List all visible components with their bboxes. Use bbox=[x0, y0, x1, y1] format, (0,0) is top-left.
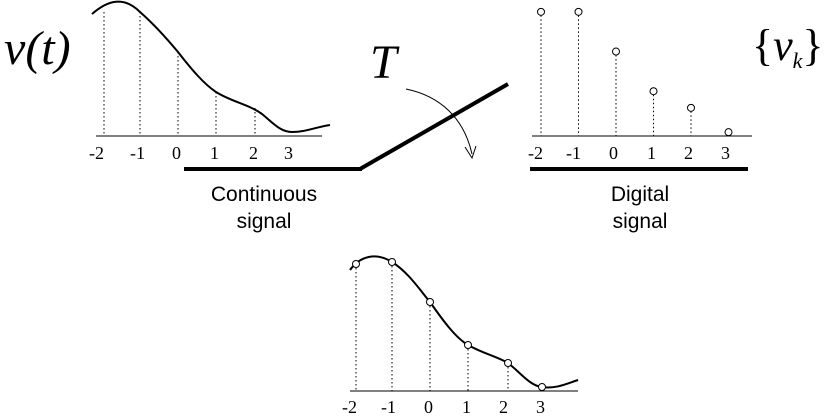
rotation-arrow bbox=[405, 88, 473, 155]
reconstructed-sample-point bbox=[426, 298, 434, 306]
digital-sequence-subscript: k bbox=[793, 48, 804, 73]
digital-sample-point bbox=[612, 47, 620, 56]
sampling-period-label: T bbox=[370, 36, 400, 89]
reconstructed-tick-label: 2 bbox=[499, 397, 508, 416]
continuous-function-label: v(t) bbox=[4, 22, 71, 75]
digital-sample-stems bbox=[537, 7, 733, 137]
reconstructed-tick-label: -2 bbox=[342, 397, 357, 416]
digital-sample-point bbox=[687, 103, 695, 112]
digital-tick-label: 0 bbox=[609, 143, 618, 163]
digital-tick-label: 1 bbox=[647, 143, 656, 163]
digital-sample-point bbox=[574, 7, 583, 16]
continuous-signal-plot: -2 -1 0 1 2 3 bbox=[89, 0, 331, 163]
digital-tick-label: -2 bbox=[528, 143, 543, 163]
reconstructed-sample-point bbox=[352, 260, 360, 268]
continuous-tick-label: -1 bbox=[130, 143, 145, 163]
reconstructed-tick-label: 0 bbox=[424, 397, 433, 416]
sampler-switch bbox=[184, 82, 748, 171]
reconstructed-tick-label: 3 bbox=[536, 397, 545, 416]
reconstructed-tick-label: 1 bbox=[462, 397, 471, 416]
digital-caption-line-2: signal bbox=[613, 210, 668, 233]
reconstructed-sample-point bbox=[504, 359, 512, 367]
reconstructed-sample-point bbox=[538, 383, 546, 391]
continuous-tick-label: 1 bbox=[210, 143, 219, 163]
digital-sequence-open-brace: { bbox=[752, 21, 773, 70]
digital-sequence-close-brace: } bbox=[802, 21, 823, 70]
digital-sequence-variable: v bbox=[773, 21, 793, 70]
digital-sample-point bbox=[724, 128, 733, 137]
digital-sequence-label: {vk} bbox=[752, 21, 824, 73]
digital-signal-plot: -2 -1 0 1 2 3 bbox=[528, 7, 752, 163]
digital-tick-label: 3 bbox=[721, 143, 730, 163]
continuous-tick-label: 2 bbox=[249, 143, 258, 163]
continuous-function-symbol: v bbox=[4, 22, 26, 75]
continuous-tick-label: 3 bbox=[284, 143, 293, 163]
continuous-caption-line-1: Continuous bbox=[211, 183, 317, 206]
rotation-arrow-head bbox=[464, 145, 477, 160]
continuous-signal-curve bbox=[91, 0, 331, 134]
reconstructed-tick-label: -1 bbox=[381, 397, 396, 416]
digital-caption-line-1: Digital bbox=[611, 183, 669, 206]
continuous-tick-label: 0 bbox=[172, 143, 181, 163]
reconstructed-sample-point bbox=[388, 258, 396, 266]
continuous-tick-label: -2 bbox=[89, 143, 104, 163]
reconstructed-sample-point bbox=[464, 341, 472, 349]
reconstructed-signal-curve bbox=[349, 255, 579, 389]
digital-sample-point bbox=[649, 87, 658, 96]
digital-sample-point bbox=[537, 7, 545, 16]
switch-arm bbox=[359, 82, 509, 171]
continuous-function-argument: (t) bbox=[25, 22, 70, 75]
continuous-caption-line-2: signal bbox=[237, 210, 292, 233]
reconstructed-signal-plot: -2 -1 0 1 2 3 bbox=[342, 255, 579, 416]
digital-tick-label: -1 bbox=[566, 143, 581, 163]
digital-tick-label: 2 bbox=[684, 143, 693, 163]
